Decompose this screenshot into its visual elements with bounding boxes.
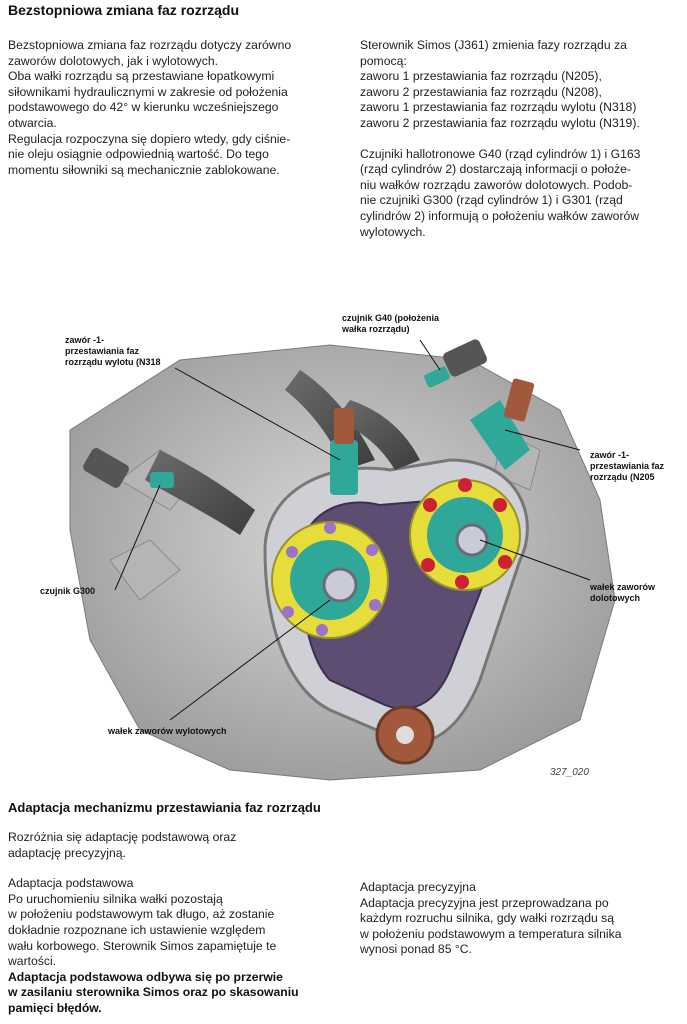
section-title-adaptation: Adaptacja mechanizmu przestawiania faz r…	[8, 800, 321, 815]
intro-paragraph-2: Regulacja rozpoczyna się dopiero wtedy, …	[8, 131, 291, 177]
label-n205: zawór -1- przestawiania faz rozrządu (N2…	[590, 450, 665, 482]
sensor-g300-tip	[150, 472, 174, 488]
intro-right-column: Sterownik Simos (J361) zmienia fazy rozr…	[360, 38, 685, 240]
label-g40: czujnik G40 (położenia wałka rozrządu)	[342, 313, 440, 334]
exhaust-bolts	[282, 522, 381, 636]
intake-bolts	[421, 478, 512, 589]
intro-paragraph-1: Bezstopniowa zmiana faz rozrządu dotyczy…	[8, 38, 292, 130]
engine-illustration: zawór -1- przestawiania faz rozrządu wyl…	[0, 300, 687, 790]
engine-drawing	[69, 339, 616, 781]
hose-upper	[335, 400, 420, 470]
valve-n205-connector	[503, 378, 535, 422]
crank-hub	[396, 726, 414, 744]
sensor-g300-body	[83, 448, 129, 488]
precise-adaptation-text: Adaptacja precyzyjna Adaptacja precyzyjn…	[360, 880, 622, 957]
valve-n205	[470, 400, 530, 470]
exhaust-shaft	[322, 567, 358, 603]
figure-number: 327_020	[550, 767, 589, 778]
label-g300: czujnik G300	[40, 586, 96, 596]
intro-left-column: Bezstopniowa zmiana faz rozrządu dotyczy…	[8, 38, 338, 178]
label-exhaust-camshaft: wałek zaworów wylotowych	[108, 726, 227, 736]
valves-paragraph: Sterownik Simos (J361) zmienia fazy rozr…	[360, 38, 640, 130]
adaptation-left-column: Rozróżnia się adaptację podstawową oraz …	[8, 830, 338, 1017]
valve-n318	[330, 440, 358, 495]
basic-adaptation-text: Adaptacja podstawowa Po uruchomieniu sil…	[8, 876, 277, 969]
page-title: Bezstopniowa zmiana faz rozrządu	[8, 2, 240, 18]
valve-n318-connector	[334, 408, 354, 444]
leader-lines	[114, 339, 591, 721]
intake-shaft	[455, 523, 489, 557]
hose-left	[145, 450, 255, 535]
basic-adaptation-note: Adaptacja podstawowa odbywa się po przer…	[8, 969, 299, 1015]
label-n318: zawór -1- przestawiania faz rozrządu wyl…	[65, 335, 161, 367]
adaptation-intro: Rozróżnia się adaptację podstawową oraz …	[8, 830, 237, 860]
label-intake-camshaft: wałek zaworów dolotowych	[590, 582, 656, 603]
sensor-g40-body	[443, 339, 487, 377]
adaptation-right-column: Adaptacja precyzyjna Adaptacja precyzyjn…	[360, 880, 685, 958]
sensor-g40-tip	[424, 366, 450, 388]
sensors-paragraph: Czujniki hallotronowe G40 (rząd cylindró…	[360, 146, 641, 239]
